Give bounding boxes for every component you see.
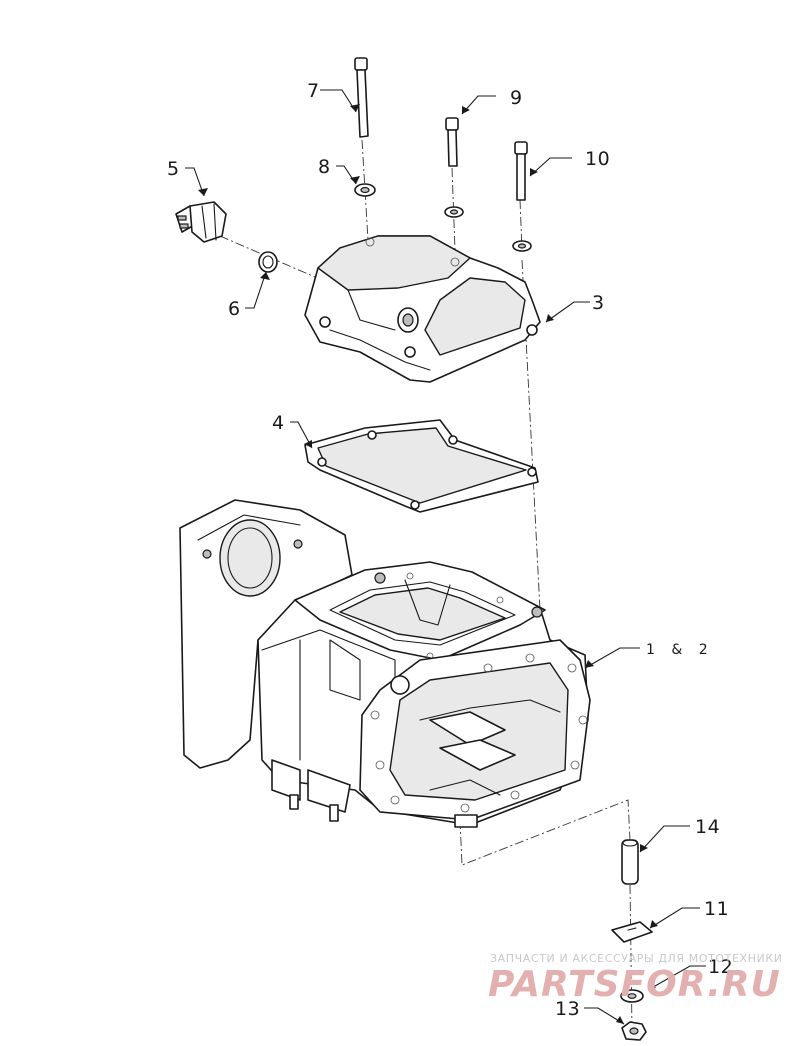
hex-nut [621,1021,647,1041]
watermark-logo: PARTSFOR.RU [488,964,781,1005]
callout-10: 10 [585,148,610,170]
o-ring [258,251,278,273]
watermark-tagline: ЗАПЧАСТИ И АКСЕССУАРЫ ДЛЯ МОТОТЕХНИКИ [490,952,783,965]
callout-labels: 7 9 10 8 5 6 3 4 1 & 2 14 11 12 13 [167,80,733,1020]
lock-tab [611,921,653,943]
callout-8: 8 [318,156,331,178]
washer-8 [354,183,376,197]
washer-10 [512,240,532,252]
mounting-bore [219,519,281,597]
leader-lines [185,89,706,1025]
callout-9: 9 [510,87,523,109]
dowel-pin [621,839,639,885]
top-cover [304,235,541,383]
callout-6: 6 [228,298,241,320]
callout-1-and-2: 1 & 2 [646,642,714,658]
bolt-10 [514,141,528,201]
transmission-housing [179,499,591,828]
washer-9 [444,206,464,218]
callout-5: 5 [167,158,180,180]
callout-11: 11 [704,898,729,920]
callout-7: 7 [307,80,320,102]
vent-plug [175,201,227,243]
top-cover-gasket [304,419,539,513]
callout-12: 12 [708,956,733,978]
watermark: ЗАПЧАСТИ И АКСЕССУАРЫ ДЛЯ МОТОТЕХНИКИ PA… [488,952,783,1005]
callout-14: 14 [695,816,720,838]
bolt-9 [445,117,459,167]
callout-13: 13 [555,998,580,1020]
long-bolt [354,57,369,138]
callout-3: 3 [592,292,605,314]
callout-4: 4 [272,412,285,434]
washer-12 [620,989,644,1003]
